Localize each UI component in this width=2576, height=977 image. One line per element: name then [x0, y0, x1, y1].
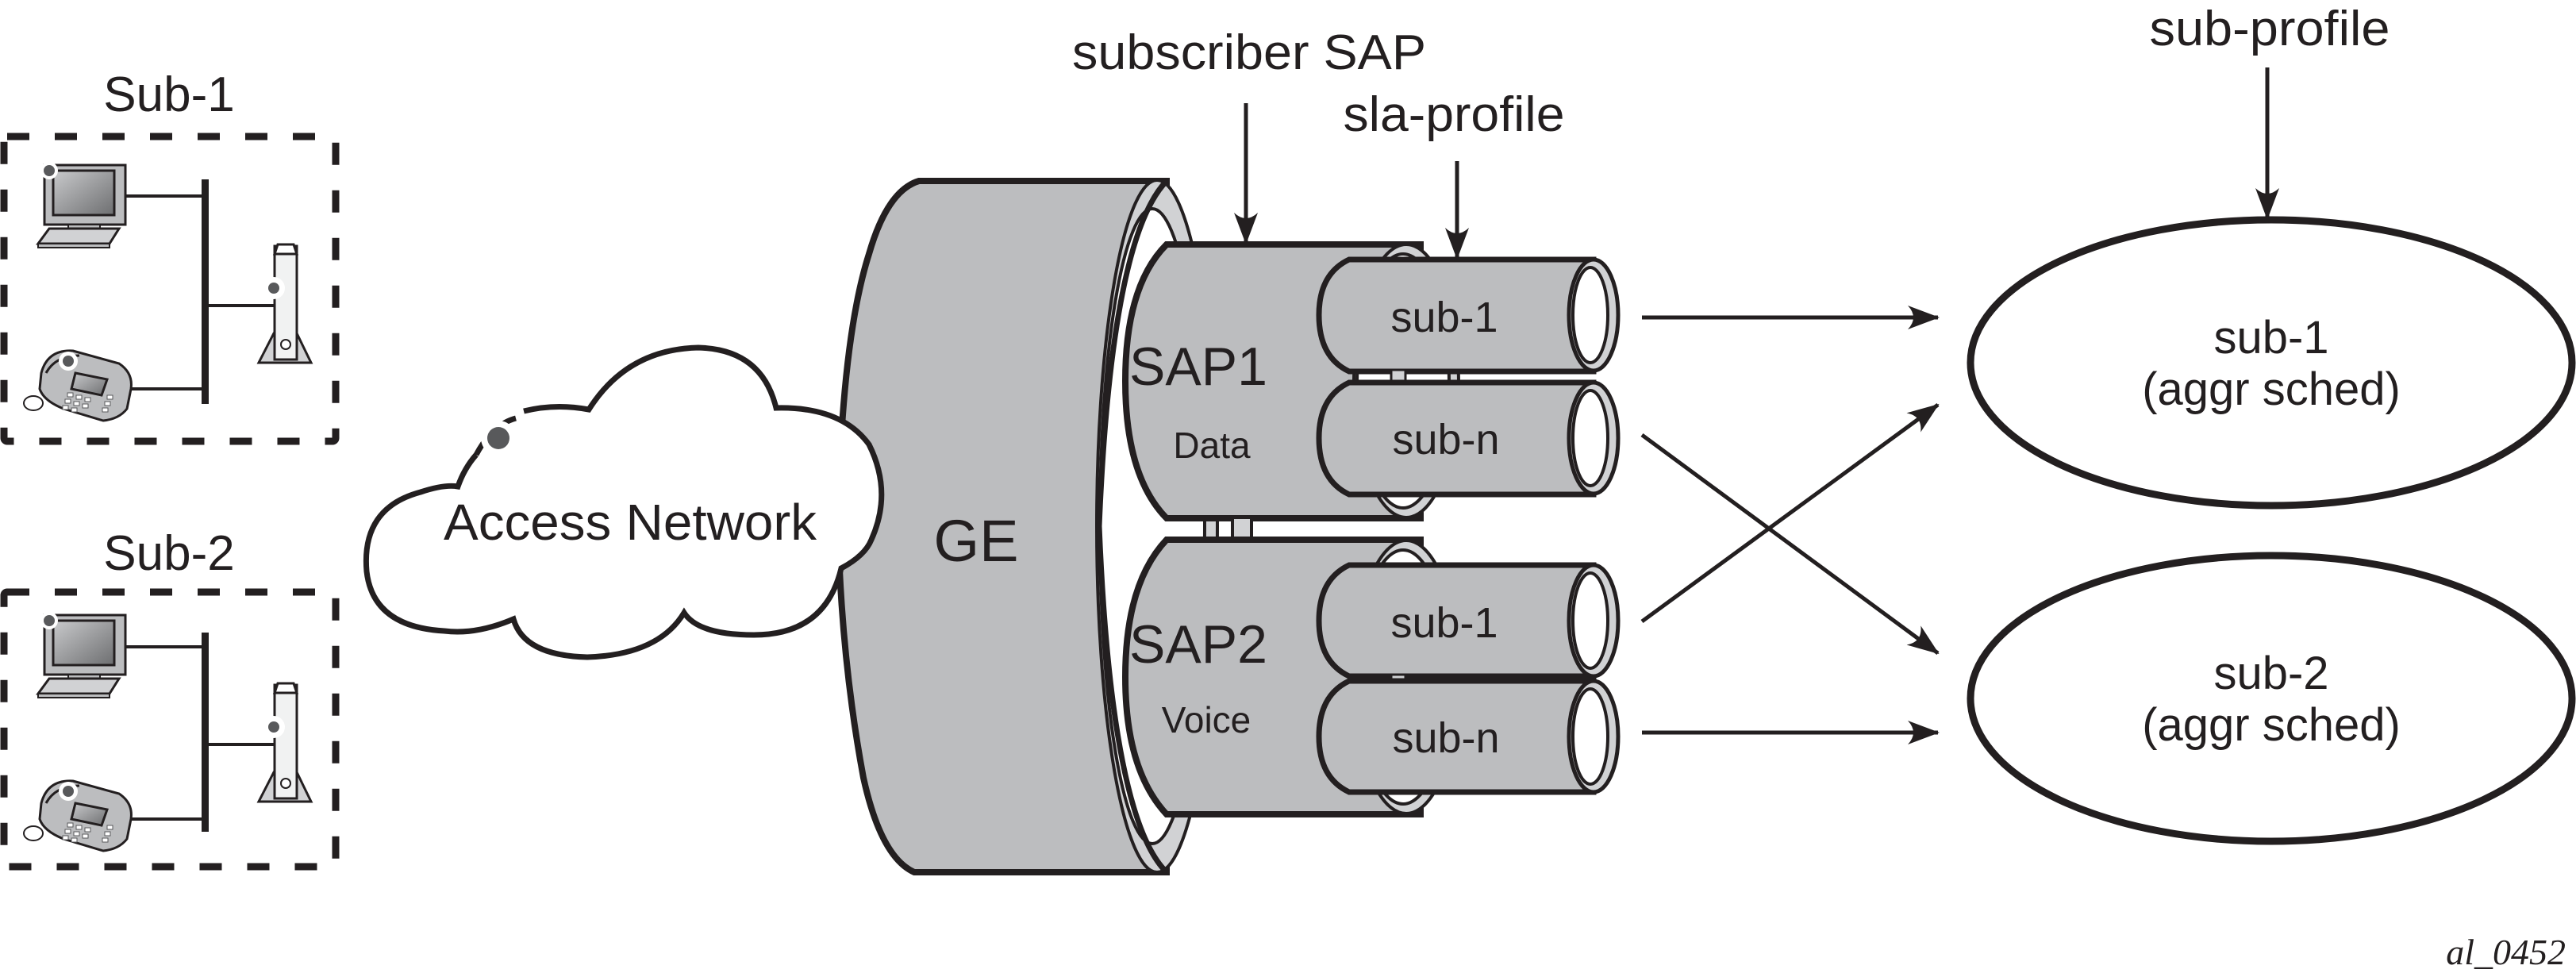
computer-icon — [36, 162, 127, 248]
ge-front-edge — [1096, 179, 1169, 875]
figure-id-label: al_0452 — [2446, 932, 2566, 972]
lan-bus — [202, 633, 209, 832]
subscriber-group-2: Sub-2 — [0, 526, 340, 871]
sap-label: SAP1 — [1129, 337, 1267, 397]
access-network-cloud: Access Network — [363, 344, 885, 660]
sla-tube: sub-n — [1316, 678, 1621, 795]
tube-label: sub-1 — [1390, 599, 1498, 647]
tube-label: sub-1 — [1390, 294, 1498, 341]
access-network-label: Access Network — [444, 494, 817, 551]
lan-bus — [202, 179, 209, 404]
subscriber-boundary — [0, 133, 340, 445]
tube-label: sub-n — [1392, 416, 1499, 463]
sap-type-label: Data — [1173, 425, 1251, 466]
cloud-dot-icon — [487, 427, 509, 449]
sla-tube: sub-n — [1316, 379, 1621, 498]
subscriber-group-1: Sub-1 — [0, 67, 340, 445]
sla-profile-label: sla-profile — [1344, 87, 1565, 142]
scheduler-name: sub-1 — [2213, 312, 2328, 363]
sap-label: SAP2 — [1129, 614, 1267, 675]
scheduler-name: sub-2 — [2213, 648, 2328, 699]
sap-connector — [1231, 516, 1253, 541]
tube-label: sub-n — [1392, 714, 1499, 762]
modem-icon — [256, 243, 313, 364]
phone-icon — [23, 779, 133, 852]
scheduler-detail: (aggr sched) — [2142, 699, 2401, 751]
subscriber-label: Sub-1 — [103, 67, 234, 122]
aggregate-scheduler-1: sub-1 (aggr sched) — [1967, 216, 2576, 510]
ge-label: GE — [934, 508, 1019, 574]
subscriber-boundary — [0, 588, 340, 871]
computer-icon — [36, 612, 127, 698]
sla-tube: sub-1 — [1316, 562, 1621, 679]
subscriber-label: Sub-2 — [103, 526, 234, 581]
scheduler-detail: (aggr sched) — [2142, 363, 2401, 415]
flow-arrow — [1640, 433, 1940, 656]
subscriber-sap-label: subscriber SAP — [1072, 25, 1426, 80]
flow-arrow — [1640, 402, 1940, 624]
sap-type-label: Voice — [1162, 699, 1251, 740]
sla-tube: sub-1 — [1316, 256, 1621, 375]
phone-icon — [23, 349, 133, 422]
aggregate-scheduler-2: sub-2 (aggr sched) — [1967, 552, 2576, 845]
sub-profile-label: sub-profile — [2150, 2, 2390, 56]
modem-icon — [256, 682, 313, 803]
